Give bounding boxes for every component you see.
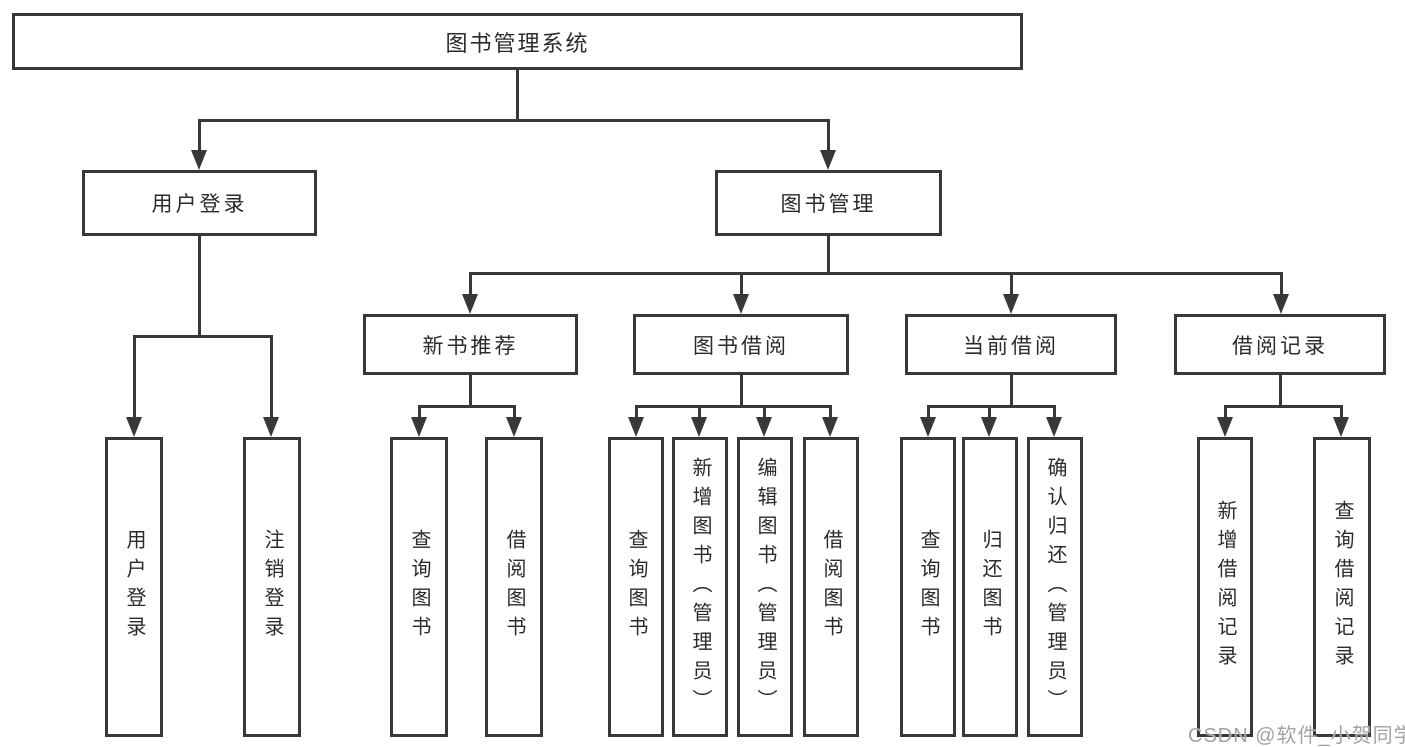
leaf-borrowing-borrow-books-label: 借阅图书 — [820, 529, 842, 645]
connector-new-book-stem — [469, 375, 472, 407]
connector-borrowing-records-horizontal — [1224, 405, 1342, 408]
csdn-watermark: CSDN @软件_小贺同学 — [1188, 725, 1405, 747]
arrowhead-book-management — [820, 150, 836, 170]
leaf-confirm-return-admin-label: 确认归还（管理员） — [1044, 456, 1066, 718]
leaf-user-login-label: 用户登录 — [123, 529, 145, 645]
arrowhead-leaf-user-login — [126, 417, 142, 437]
connector-drop-book-management — [827, 119, 830, 152]
leaf-add-borrow-record: 新增借阅记录 — [1197, 437, 1253, 737]
connector-drop-book-borrowing — [740, 272, 743, 296]
connector-drop-user-login — [198, 119, 201, 152]
arrowhead-borrowing-query — [628, 417, 644, 437]
leaf-recommend-borrow-books: 借阅图书 — [485, 437, 543, 737]
arrowhead-add-books — [691, 417, 707, 437]
leaf-logout: 注销登录 — [243, 437, 301, 737]
leaf-recommend-borrow-books-label: 借阅图书 — [503, 529, 525, 645]
arrowhead-recommend-borrow — [506, 417, 522, 437]
node-book-management-label: 图书管理 — [780, 193, 877, 216]
connector-drop-add-record — [1224, 405, 1227, 419]
connector-drop-recommend-borrow — [513, 405, 516, 419]
connector-drop-return-books — [988, 405, 991, 419]
node-book-borrowing-label: 图书借阅 — [693, 334, 789, 358]
connector-drop-current-query — [927, 405, 930, 419]
node-book-borrowing: 图书借阅 — [633, 314, 849, 375]
leaf-current-query-books: 查询图书 — [900, 437, 956, 737]
node-user-login-label: 用户登录 — [151, 193, 248, 216]
leaf-add-borrow-record-label: 新增借阅记录 — [1214, 500, 1236, 674]
connector-book-management-horizontal — [469, 272, 1283, 275]
node-new-book-recommend: 新书推荐 — [363, 314, 578, 375]
node-book-management: 图书管理 — [715, 170, 942, 236]
leaf-return-books-label: 归还图书 — [979, 529, 1001, 645]
arrowhead-current-query — [920, 417, 936, 437]
arrowhead-recommend-query — [411, 417, 427, 437]
connector-current-borrowing-horizontal — [927, 405, 1056, 408]
leaf-confirm-return-admin: 确认归还（管理员） — [1027, 437, 1083, 737]
connector-current-borrowing-stem — [1010, 375, 1013, 407]
arrowhead-query-record — [1333, 417, 1349, 437]
arrowhead-user-login — [191, 150, 207, 170]
connector-drop-leaf-logout — [270, 335, 273, 419]
node-new-book-recommend-label: 新书推荐 — [422, 334, 519, 358]
leaf-query-borrow-record-label: 查询借阅记录 — [1331, 500, 1353, 674]
leaf-user-login: 用户登录 — [105, 437, 163, 737]
arrowhead-current-borrowing — [1003, 294, 1019, 314]
connector-book-borrowing-stem — [740, 375, 743, 407]
arrowhead-confirm-return — [1046, 417, 1062, 437]
connector-root-horizontal — [198, 119, 830, 122]
leaf-query-borrow-record: 查询借阅记录 — [1313, 437, 1371, 737]
node-borrowing-records: 借阅记录 — [1174, 314, 1386, 375]
arrowhead-book-borrowing — [733, 294, 749, 314]
leaf-return-books: 归还图书 — [962, 437, 1018, 737]
connector-drop-add-books — [698, 405, 701, 419]
leaf-edit-books-admin: 编辑图书（管理员） — [737, 437, 793, 737]
leaf-recommend-query-books-label: 查询图书 — [408, 529, 430, 645]
connector-drop-borrowing-query — [635, 405, 638, 419]
connector-drop-new-book — [469, 272, 472, 296]
leaf-edit-books-admin-label: 编辑图书（管理员） — [754, 456, 776, 718]
arrowhead-return-books — [981, 417, 997, 437]
connector-book-management-stem — [827, 236, 830, 274]
leaf-current-query-books-label: 查询图书 — [917, 529, 939, 645]
connector-user-login-horizontal — [133, 335, 273, 338]
node-root-label: 图书管理系统 — [445, 30, 590, 56]
connector-new-book-horizontal — [418, 405, 516, 408]
leaf-add-books-admin: 新增图书（管理员） — [672, 437, 728, 737]
leaf-add-books-admin-label: 新增图书（管理员） — [689, 456, 711, 718]
node-root-library-management-system: 图书管理系统 — [12, 13, 1023, 70]
leaf-recommend-query-books: 查询图书 — [390, 437, 448, 737]
connector-drop-edit-books — [763, 405, 766, 419]
node-user-login: 用户登录 — [82, 170, 317, 236]
node-current-borrowing: 当前借阅 — [905, 314, 1117, 375]
connector-user-login-stem — [198, 236, 201, 336]
connector-drop-recommend-query — [418, 405, 421, 419]
arrowhead-borrowing-borrow — [822, 417, 838, 437]
connector-book-borrowing-horizontal — [635, 405, 832, 408]
connector-drop-query-record — [1340, 405, 1343, 419]
leaf-borrowing-borrow-books: 借阅图书 — [803, 437, 859, 737]
connector-drop-current-borrowing — [1010, 272, 1013, 296]
arrowhead-new-book — [462, 294, 478, 314]
connector-root-stem — [516, 69, 519, 121]
leaf-borrowing-query-books: 查询图书 — [608, 437, 664, 737]
connector-drop-borrowing-borrow — [829, 405, 832, 419]
connector-drop-leaf-user-login — [133, 335, 136, 419]
arrowhead-leaf-logout — [263, 417, 279, 437]
node-current-borrowing-label: 当前借阅 — [963, 334, 1059, 358]
leaf-logout-label: 注销登录 — [261, 529, 283, 645]
leaf-borrowing-query-books-label: 查询图书 — [625, 529, 647, 645]
connector-drop-confirm-return — [1053, 405, 1056, 419]
connector-drop-borrowing-records — [1280, 272, 1283, 296]
connector-borrowing-records-stem — [1279, 375, 1282, 407]
arrowhead-edit-books — [756, 417, 772, 437]
node-borrowing-records-label: 借阅记录 — [1232, 334, 1328, 358]
arrowhead-add-record — [1217, 417, 1233, 437]
arrowhead-borrowing-records — [1273, 294, 1289, 314]
